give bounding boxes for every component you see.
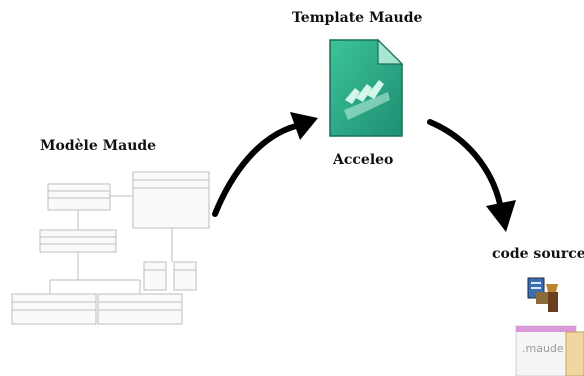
output-title: code source [492,246,584,262]
acceleo-document-icon [329,38,404,137]
template-title: Template Maude [292,10,423,26]
uml-class-diagram [11,171,210,325]
code-source-icon [527,277,558,312]
engine-label: Acceleo [333,152,394,168]
arrow-model-to-template [212,112,318,217]
chevron-arrows-icon [344,80,390,120]
model-title: Modèle Maude [40,138,157,154]
maude-file-label: .maude [522,342,564,355]
arrow-template-to-code [427,119,516,232]
maude-file-icon: .maude [515,325,584,376]
